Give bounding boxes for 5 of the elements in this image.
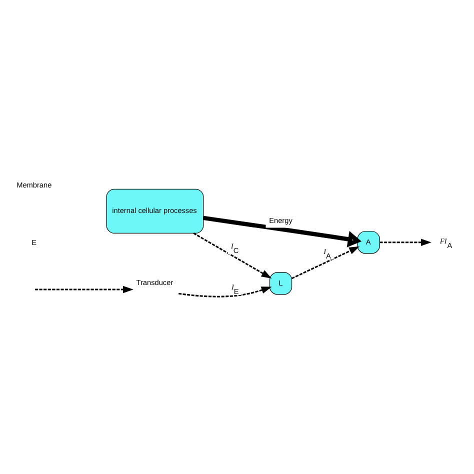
arrow [203,215,362,247]
arrow [35,285,134,293]
arrow [178,286,272,297]
arrow [193,232,272,278]
arrow [380,238,432,246]
